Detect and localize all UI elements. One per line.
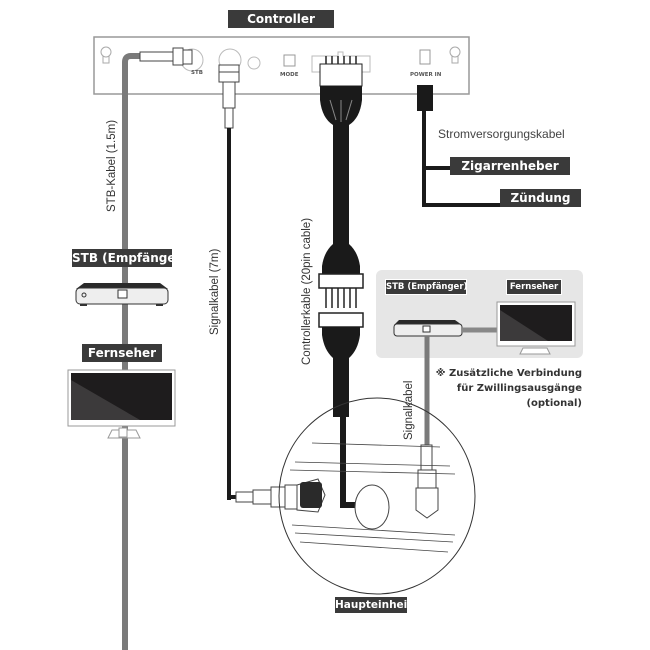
stb-device-left [75,283,169,306]
controller-cable-label: Controllerkable (20pin cable) [301,217,313,365]
signal-cable-right [415,336,439,519]
signal-cable-7m-label: Signalkabel (7m) [209,248,221,335]
port-stb-label: STB [191,70,203,76]
port-mode-label: MODE [280,72,299,78]
main-unit-detail [278,397,476,595]
tv-label: Fernseher [82,344,162,362]
power-cable [417,85,500,207]
optional-stb-label: STB (Empfänger) [385,279,467,295]
note-line-3: (optional) [526,398,582,409]
cigarette-lighter-label: Zigarrenheber [450,157,570,175]
stb-receiver-label: STB (Empfänger) [72,249,187,267]
tv-left [67,369,176,439]
signal-cable-label: Signalkabel [403,380,415,440]
optional-note: ※ Zusätzliche Verbindung für Zwillingsau… [420,366,582,411]
stb-cable [122,47,193,650]
main-unit-label: Haupteinheit [335,597,413,613]
power-cable-label: Stromversorgungskabel [438,127,565,141]
port-power-in-label: POWER IN [410,72,442,78]
ignition-label: Zündung [500,189,581,207]
note-line-1: ※ Zusätzliche Verbindung [435,368,582,379]
controller-panel [93,36,470,95]
controller-cable [318,56,388,508]
stb-cable-label: STB-Kabel (1.5m) [106,119,118,212]
optional-tv-label: Fernseher [506,279,562,295]
controller-label: Controller [228,10,334,28]
note-line-2: für Zwillingsausgänge [456,383,582,394]
signal-cable-7m [218,64,326,513]
